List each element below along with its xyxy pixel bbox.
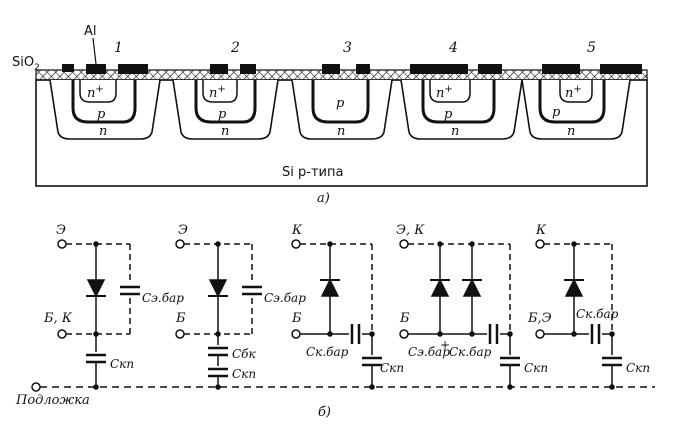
terminal-label: Б — [399, 311, 410, 326]
terminal-label: Б — [175, 311, 186, 326]
terminal-label: К — [535, 223, 547, 238]
cap-label: Cэ.бар — [142, 291, 184, 305]
cap-label: Cкп — [232, 367, 256, 381]
cap-label: Cкп — [380, 361, 404, 375]
cap-label: Cэ.бар — [408, 345, 450, 359]
cap-label: Cэ.бар — [264, 291, 306, 305]
svg-text:n+: n+ — [565, 84, 582, 101]
circuit-5 — [535, 239, 622, 390]
device-number: 3 — [343, 40, 352, 56]
p-label: p — [97, 107, 106, 122]
terminal-label: К — [291, 223, 303, 238]
terminal-label: Э — [178, 223, 188, 238]
device-number: 5 — [587, 40, 596, 56]
cap-label: Cк.бар — [576, 307, 619, 321]
device-4: n+ p n 4 — [400, 40, 523, 140]
svg-text:p: p — [552, 105, 561, 120]
svg-text:n: n — [451, 124, 459, 139]
caption-a: а) — [317, 191, 330, 206]
circuit-1 — [57, 239, 140, 390]
terminal-label: Э — [56, 223, 66, 238]
circuit-3 — [291, 239, 382, 390]
metal-contact — [62, 64, 74, 72]
svg-text:n: n — [567, 124, 575, 139]
circuit-4 — [399, 239, 520, 390]
cap-label: Cкп — [524, 361, 548, 375]
cap-label: Cкп — [110, 357, 134, 371]
svg-text:p: p — [218, 107, 227, 122]
substrate-terminal — [31, 382, 41, 392]
svg-text:n+: n+ — [436, 84, 453, 101]
caption-b: б) — [318, 405, 331, 420]
circuit-labels: Э Б, К Cэ.бар Cкп Э Б Cэ.бар Cбк Cкп К Б… — [15, 223, 650, 420]
device-3: p n 3 — [291, 40, 393, 140]
circuits — [31, 239, 655, 392]
oxide-label: SiO2 — [12, 55, 40, 73]
substrate-label: Si p-типа — [282, 165, 343, 180]
svg-text:p: p — [336, 96, 345, 111]
device-number: 2 — [230, 40, 240, 56]
device-number: 1 — [114, 40, 123, 56]
cap-label: Cк.бар — [449, 345, 492, 359]
substrate-terminal-label: Подложка — [15, 393, 90, 408]
cap-label: Cбк — [232, 347, 257, 361]
metal-label: Al — [84, 24, 97, 39]
device-2: n+ p n 2 — [172, 40, 279, 140]
device-number: 4 — [448, 40, 458, 56]
n-label: n — [99, 124, 107, 139]
cap-label: Cкп — [626, 361, 650, 375]
metal-contact — [86, 64, 106, 74]
metal-contact — [118, 64, 148, 74]
terminal-label: Б — [291, 311, 302, 326]
cross-section: n+ p n 1 n+ p n 2 p n 3 — [12, 24, 648, 206]
svg-text:n: n — [337, 124, 345, 139]
device-1: n+ p n 1 — [49, 40, 161, 140]
terminal-label: Э, К — [396, 223, 425, 238]
terminal-label: Б, К — [43, 311, 73, 326]
cap-label: Cк.бар — [306, 345, 349, 359]
terminal-label: Б,Э — [527, 311, 552, 326]
svg-text:n: n — [221, 124, 229, 139]
svg-text:n+: n+ — [209, 84, 226, 101]
n-plus-emitter — [79, 80, 117, 103]
n-plus-label: n+ — [87, 84, 104, 101]
cap-label: + — [440, 338, 450, 352]
svg-text:p: p — [444, 107, 453, 122]
device-5: n+ p n 5 — [521, 40, 642, 140]
circuit-2 — [175, 239, 262, 390]
